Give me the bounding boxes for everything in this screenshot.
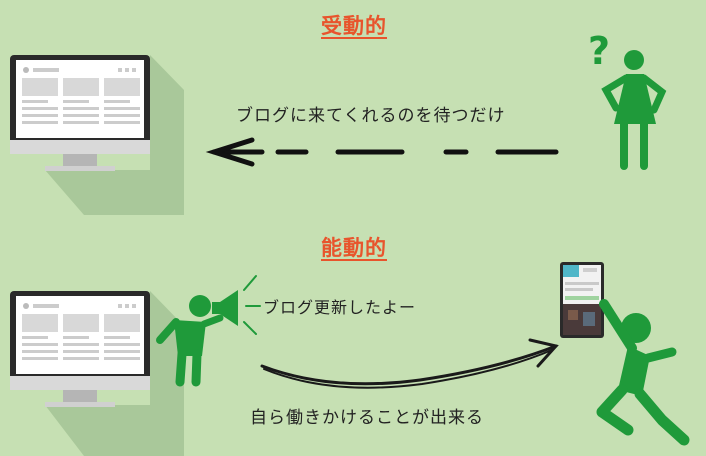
- active-heading: 能動的: [321, 236, 387, 260]
- woman-icon: [601, 50, 667, 170]
- active-caption: 自ら働きかけることが出来る: [250, 408, 484, 428]
- smartphone-icon: [560, 262, 604, 338]
- monitor-icon: [10, 55, 184, 215]
- question-mark-icon: ?: [588, 29, 610, 73]
- curved-arrow: [260, 338, 559, 389]
- passive-caption: ブログに来てくれるのを待つだけ: [236, 106, 506, 126]
- monitor-icon: [10, 291, 184, 456]
- passive-heading: 受動的: [321, 14, 387, 38]
- megaphone-person-icon: [156, 275, 261, 387]
- announce-text: ブログ更新したよー: [263, 298, 417, 317]
- dashed-arrow: [205, 137, 559, 167]
- reaching-person-icon: [596, 299, 690, 446]
